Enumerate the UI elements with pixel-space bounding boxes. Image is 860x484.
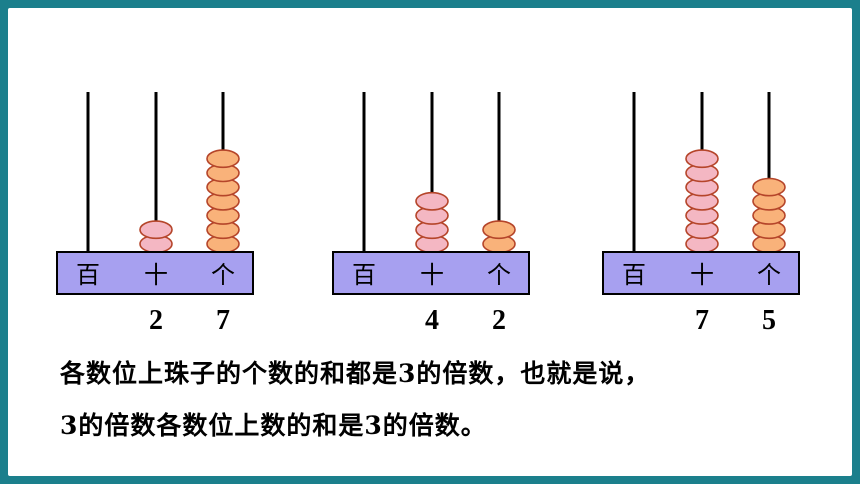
abacus-base xyxy=(332,251,530,295)
abacus-3: 百 十 个 7 5 xyxy=(602,92,800,336)
abacus-base xyxy=(602,251,800,295)
bead-ones xyxy=(752,177,786,197)
digit-ones: 7 xyxy=(216,305,230,336)
place-label-tens: 十 xyxy=(144,261,168,289)
abacus-2: 百 十 个 4 2 xyxy=(332,92,530,336)
place-label-hundreds: 百 xyxy=(622,261,646,289)
explanation-line-1: 各数位上珠子的个数的和都是3的倍数，也就是说， xyxy=(60,359,651,388)
bead-tens xyxy=(685,149,719,169)
digit-ones: 5 xyxy=(762,305,776,336)
explanation-line-2: 3的倍数各数位上数的和是3的倍数。 xyxy=(60,411,487,440)
digit-tens: 7 xyxy=(695,305,709,336)
place-label-ones: 个 xyxy=(757,261,781,289)
place-label-tens: 十 xyxy=(690,261,714,289)
place-label-ones: 个 xyxy=(487,261,511,289)
abacus-1: 百 十 个 2 7 xyxy=(56,92,254,336)
bead-ones xyxy=(206,149,240,169)
digit-ones: 2 xyxy=(492,305,506,336)
place-label-hundreds: 百 xyxy=(352,261,376,289)
digit-tens: 2 xyxy=(149,305,163,336)
bead-ones xyxy=(482,220,516,240)
digit-tens: 4 xyxy=(425,305,439,336)
place-label-ones: 个 xyxy=(211,261,235,289)
abacus-diagram: 百 十 个 2 7 百 十 个 4 2 百 十 个 7 5 xyxy=(56,92,800,336)
abacus-base xyxy=(56,251,254,295)
bead-tens xyxy=(139,220,173,240)
bead-tens xyxy=(415,191,449,211)
place-label-tens: 十 xyxy=(420,261,444,289)
place-label-hundreds: 百 xyxy=(76,261,100,289)
